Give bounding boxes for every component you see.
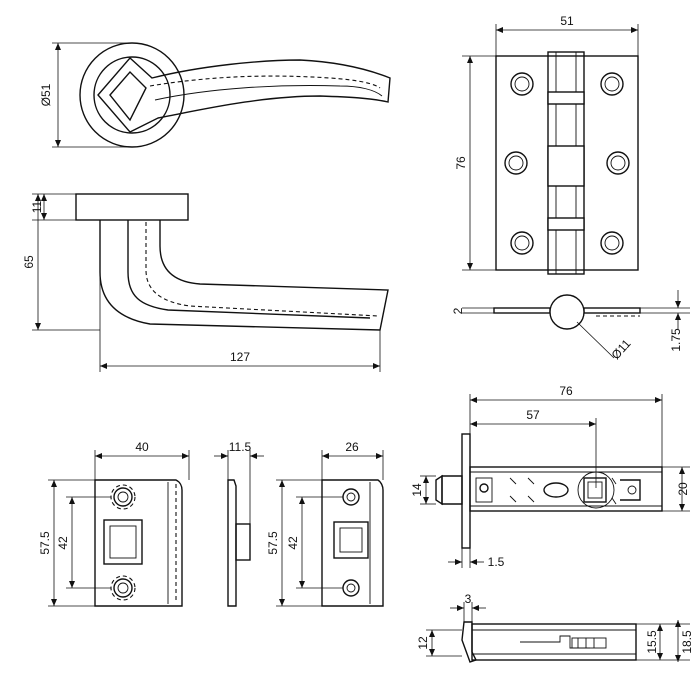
strike-plate-a: 40 57.5 42 xyxy=(38,440,190,607)
rose-diameter-label: Ø51 xyxy=(39,83,53,106)
rose-thickness-label: 11 xyxy=(30,200,44,213)
hinge-leaf-thickness-label: 2 xyxy=(451,307,465,314)
lever-side-view: 11 65 127 xyxy=(22,193,389,372)
latch-forend-a-label: 15.5 xyxy=(645,630,659,654)
strike-b-height-label: 57.5 xyxy=(266,531,280,555)
latch-backset-label: 57 xyxy=(526,408,540,422)
latch-rivets xyxy=(509,477,617,505)
hinge-width-label: 51 xyxy=(560,14,574,28)
strike-a-width-label: 40 xyxy=(135,440,149,454)
strike-plate-b: 26 57.5 42 xyxy=(266,440,384,607)
hinge-top-view: 2 Ø11 1.75 xyxy=(451,290,690,362)
latch-length-label: 76 xyxy=(559,384,573,398)
lever-length-label: 127 xyxy=(230,350,250,364)
latch-bolt-projection-label: 3 xyxy=(465,592,472,606)
hinge-front-view: 51 76 xyxy=(454,14,639,275)
latch-case-height-label: 20 xyxy=(676,482,690,496)
hinge-height-label: 76 xyxy=(454,156,468,170)
latch-forend-b-label: 18.5 xyxy=(680,630,694,654)
hinge-washer-label: 1.75 xyxy=(669,328,683,352)
strike-a-height-label: 57.5 xyxy=(38,531,52,555)
strike-plate-side: 11.5 xyxy=(214,440,264,607)
lever-height-label: 65 xyxy=(22,255,36,269)
strike-b-holes-label: 42 xyxy=(286,536,300,550)
latch-top-view: 3 12 15.5 18.5 xyxy=(416,592,694,663)
latch-bolt-height-label: 14 xyxy=(410,483,424,497)
latch-plate-thickness-label: 1.5 xyxy=(488,555,505,569)
lever-front-view: Ø51 xyxy=(39,42,391,148)
latch-bottom-bolt-label: 12 xyxy=(416,636,430,650)
latch-side-view: 76 57 14 20 1.5 xyxy=(410,384,690,569)
hinge-knuckle-diameter-label: Ø11 xyxy=(609,336,634,362)
strike-a-holes-label: 42 xyxy=(56,536,70,550)
strike-side-thickness-label: 11.5 xyxy=(229,440,252,454)
hinge-screw-holes xyxy=(504,72,630,255)
strike-b-width-label: 26 xyxy=(345,440,359,454)
